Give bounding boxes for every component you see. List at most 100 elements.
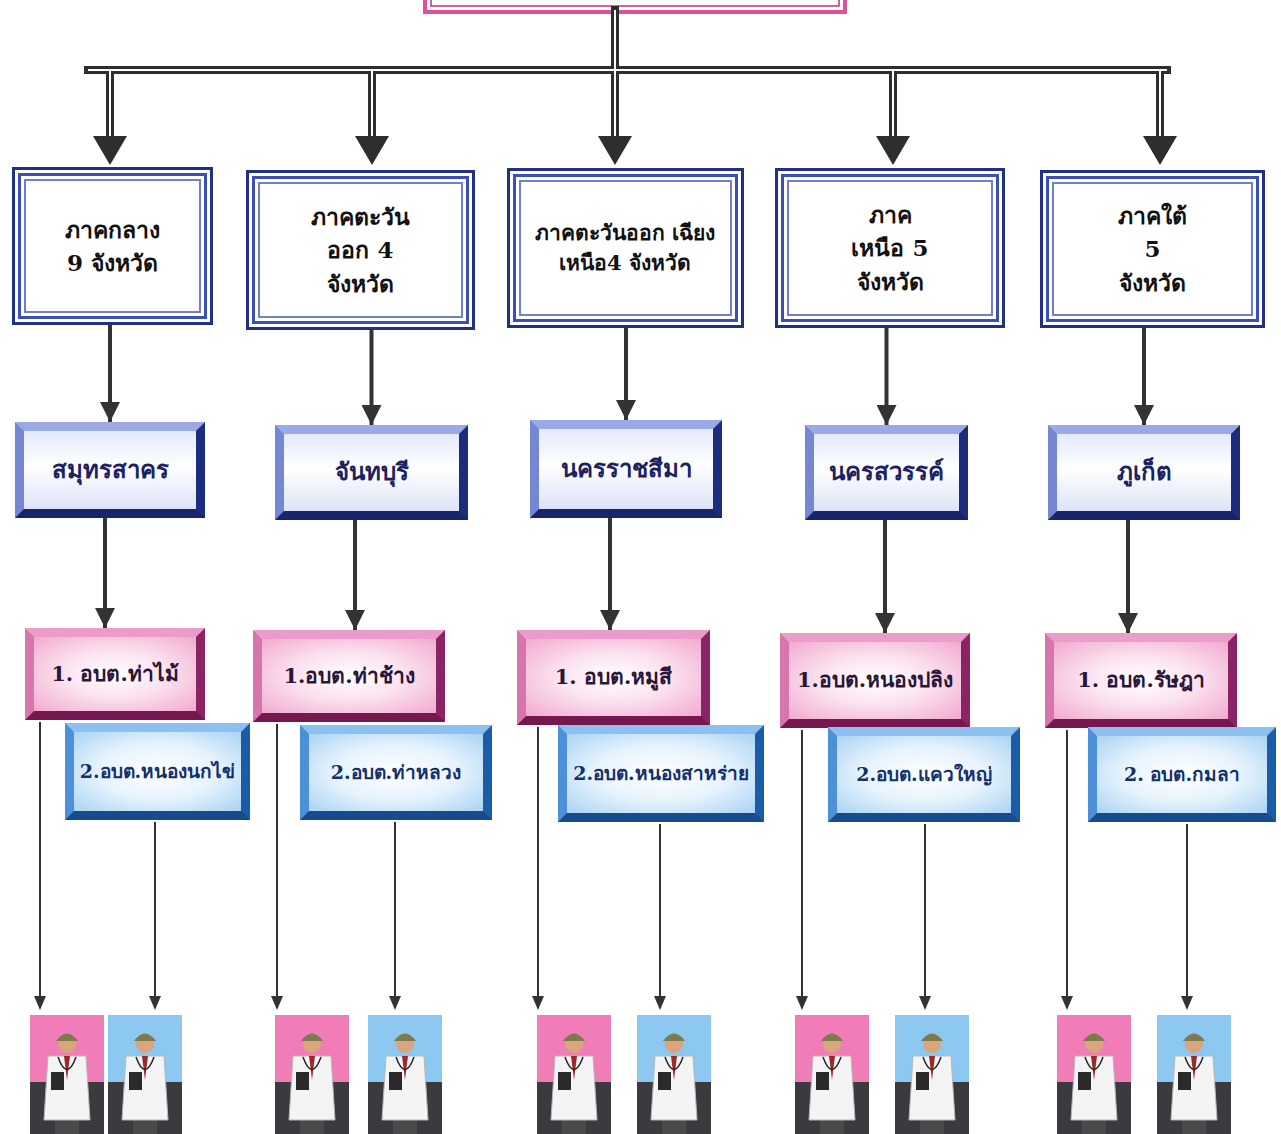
subdistrict-label: 1. อบต.รัษฎา (1077, 665, 1205, 695)
leader-arrowhead (34, 996, 46, 1010)
doctor-picture (108, 1015, 182, 1134)
branch-arrowhead (1143, 136, 1177, 165)
stethoscope (1185, 1057, 1203, 1070)
flow-arrow (353, 520, 357, 630)
subdistrict-label: 1.อบต.หนองปลิง (797, 665, 953, 695)
subdistrict-box: 1. อบต.หมูสี (517, 630, 710, 725)
doctor-coat (122, 1056, 168, 1120)
subdistrict-box: 1. อบต.รัษฎา (1045, 633, 1237, 728)
region-box: ภาคกลาง 9 จังหวัด (12, 167, 213, 325)
region-label: ภาคกลาง 9 จังหวัด (65, 213, 160, 280)
leader-line (39, 722, 41, 998)
leader-arrowhead (796, 996, 808, 1010)
stethoscope (396, 1057, 414, 1070)
leader-line (1186, 824, 1188, 998)
clipboard (389, 1072, 402, 1090)
branch-arrowhead (598, 136, 632, 165)
leader-arrowhead (271, 996, 283, 1010)
clipboard (816, 1072, 829, 1090)
subdistrict-box: 2. อบต.กมลา (1088, 727, 1276, 822)
doctor-picture (275, 1015, 349, 1134)
region-box: ภาคใต้ 5 จังหวัด (1040, 170, 1265, 328)
province-box: สมุทรสาคร (15, 422, 205, 518)
province-box: นครราชสีมา (530, 420, 722, 518)
stethoscope (923, 1057, 941, 1070)
doctor-cap (1083, 1034, 1105, 1042)
clipboard (1078, 1072, 1091, 1090)
doctor-cap (921, 1034, 943, 1042)
top-box (425, 0, 845, 12)
doctor-coat (551, 1056, 597, 1120)
clipboard (1178, 1072, 1191, 1090)
doctor-coat (1171, 1056, 1217, 1120)
subdistrict-box: 2.อบต.แควใหญ่ (828, 727, 1020, 822)
clipboard (51, 1072, 64, 1090)
subdistrict-label: 2.อบต.ท่าหลวง (331, 759, 461, 787)
subdistrict-label: 1.อบต.ท่าช้าง (283, 661, 414, 691)
flow-arrow (1126, 520, 1130, 633)
stethoscope (58, 1057, 76, 1070)
province-label: จันทบุรี (335, 455, 409, 490)
trunk-line (106, 70, 114, 140)
trunk-line (611, 70, 619, 140)
subdistrict-box: 1.อบต.หนองปลิง (780, 633, 970, 728)
leader-arrowhead (1181, 996, 1193, 1010)
leader-line (394, 822, 396, 998)
doctor-cap (134, 1034, 156, 1042)
flow-arrow (608, 518, 612, 630)
stethoscope (303, 1057, 321, 1070)
region-label: ภาคตะวันออก 4 จังหวัด (291, 200, 431, 300)
doctor-coat (382, 1056, 428, 1120)
flow-arrow (103, 518, 107, 628)
subdistrict-box: 1. อบต.ท่าไม้ (25, 628, 205, 720)
trunk-line (611, 10, 619, 70)
trunk-line-inner (371, 70, 373, 140)
clipboard (296, 1072, 309, 1090)
branch-arrowhead (876, 136, 910, 165)
leader-arrowhead (149, 996, 161, 1010)
stethoscope (136, 1057, 154, 1070)
doctor-cap (301, 1034, 323, 1042)
region-box: ภาคเหนือ 5 จังหวัด (775, 168, 1005, 328)
leader-line (1066, 730, 1068, 998)
stethoscope (1085, 1057, 1103, 1070)
doctor-picture (795, 1015, 869, 1134)
flow-arrow (885, 328, 889, 425)
leader-arrowhead (654, 996, 666, 1010)
province-label: ภูเก็ต (1117, 455, 1172, 490)
province-box: ภูเก็ต (1048, 425, 1240, 520)
doctor-coat (651, 1056, 697, 1120)
province-label: นครราชสีมา (561, 452, 692, 487)
doctor-coat (809, 1056, 855, 1120)
stethoscope (665, 1057, 683, 1070)
doctor-picture (537, 1015, 611, 1134)
province-box: นครสวรรค์ (805, 425, 968, 520)
trunk-line (889, 70, 897, 140)
leader-line (924, 824, 926, 998)
flow-arrow (624, 328, 628, 420)
leader-line (537, 727, 539, 998)
leader-line (659, 824, 661, 998)
doctor-picture (895, 1015, 969, 1134)
clipboard (658, 1072, 671, 1090)
doctor-coat (1071, 1056, 1117, 1120)
province-label: นครสวรรค์ (829, 455, 944, 490)
trunk-line-inner (614, 70, 616, 140)
trunk-line-inner (892, 70, 894, 140)
doctor-cap (394, 1034, 416, 1042)
flow-arrow (370, 330, 374, 425)
trunk-line-inner (88, 69, 1167, 71)
doctor-picture (30, 1015, 104, 1134)
clipboard (558, 1072, 571, 1090)
trunk-line (1156, 70, 1164, 140)
region-box: ภาคตะวันออก เฉียงเหนือ4 จังหวัด (507, 168, 744, 328)
doctor-coat (909, 1056, 955, 1120)
branch-arrowhead (93, 136, 127, 165)
doctor-picture (368, 1015, 442, 1134)
flow-arrow (108, 325, 112, 422)
region-label: ภาคใต้ 5 จังหวัด (1109, 199, 1197, 299)
clipboard (916, 1072, 929, 1090)
leader-arrowhead (389, 996, 401, 1010)
doctor-cap (56, 1034, 78, 1042)
